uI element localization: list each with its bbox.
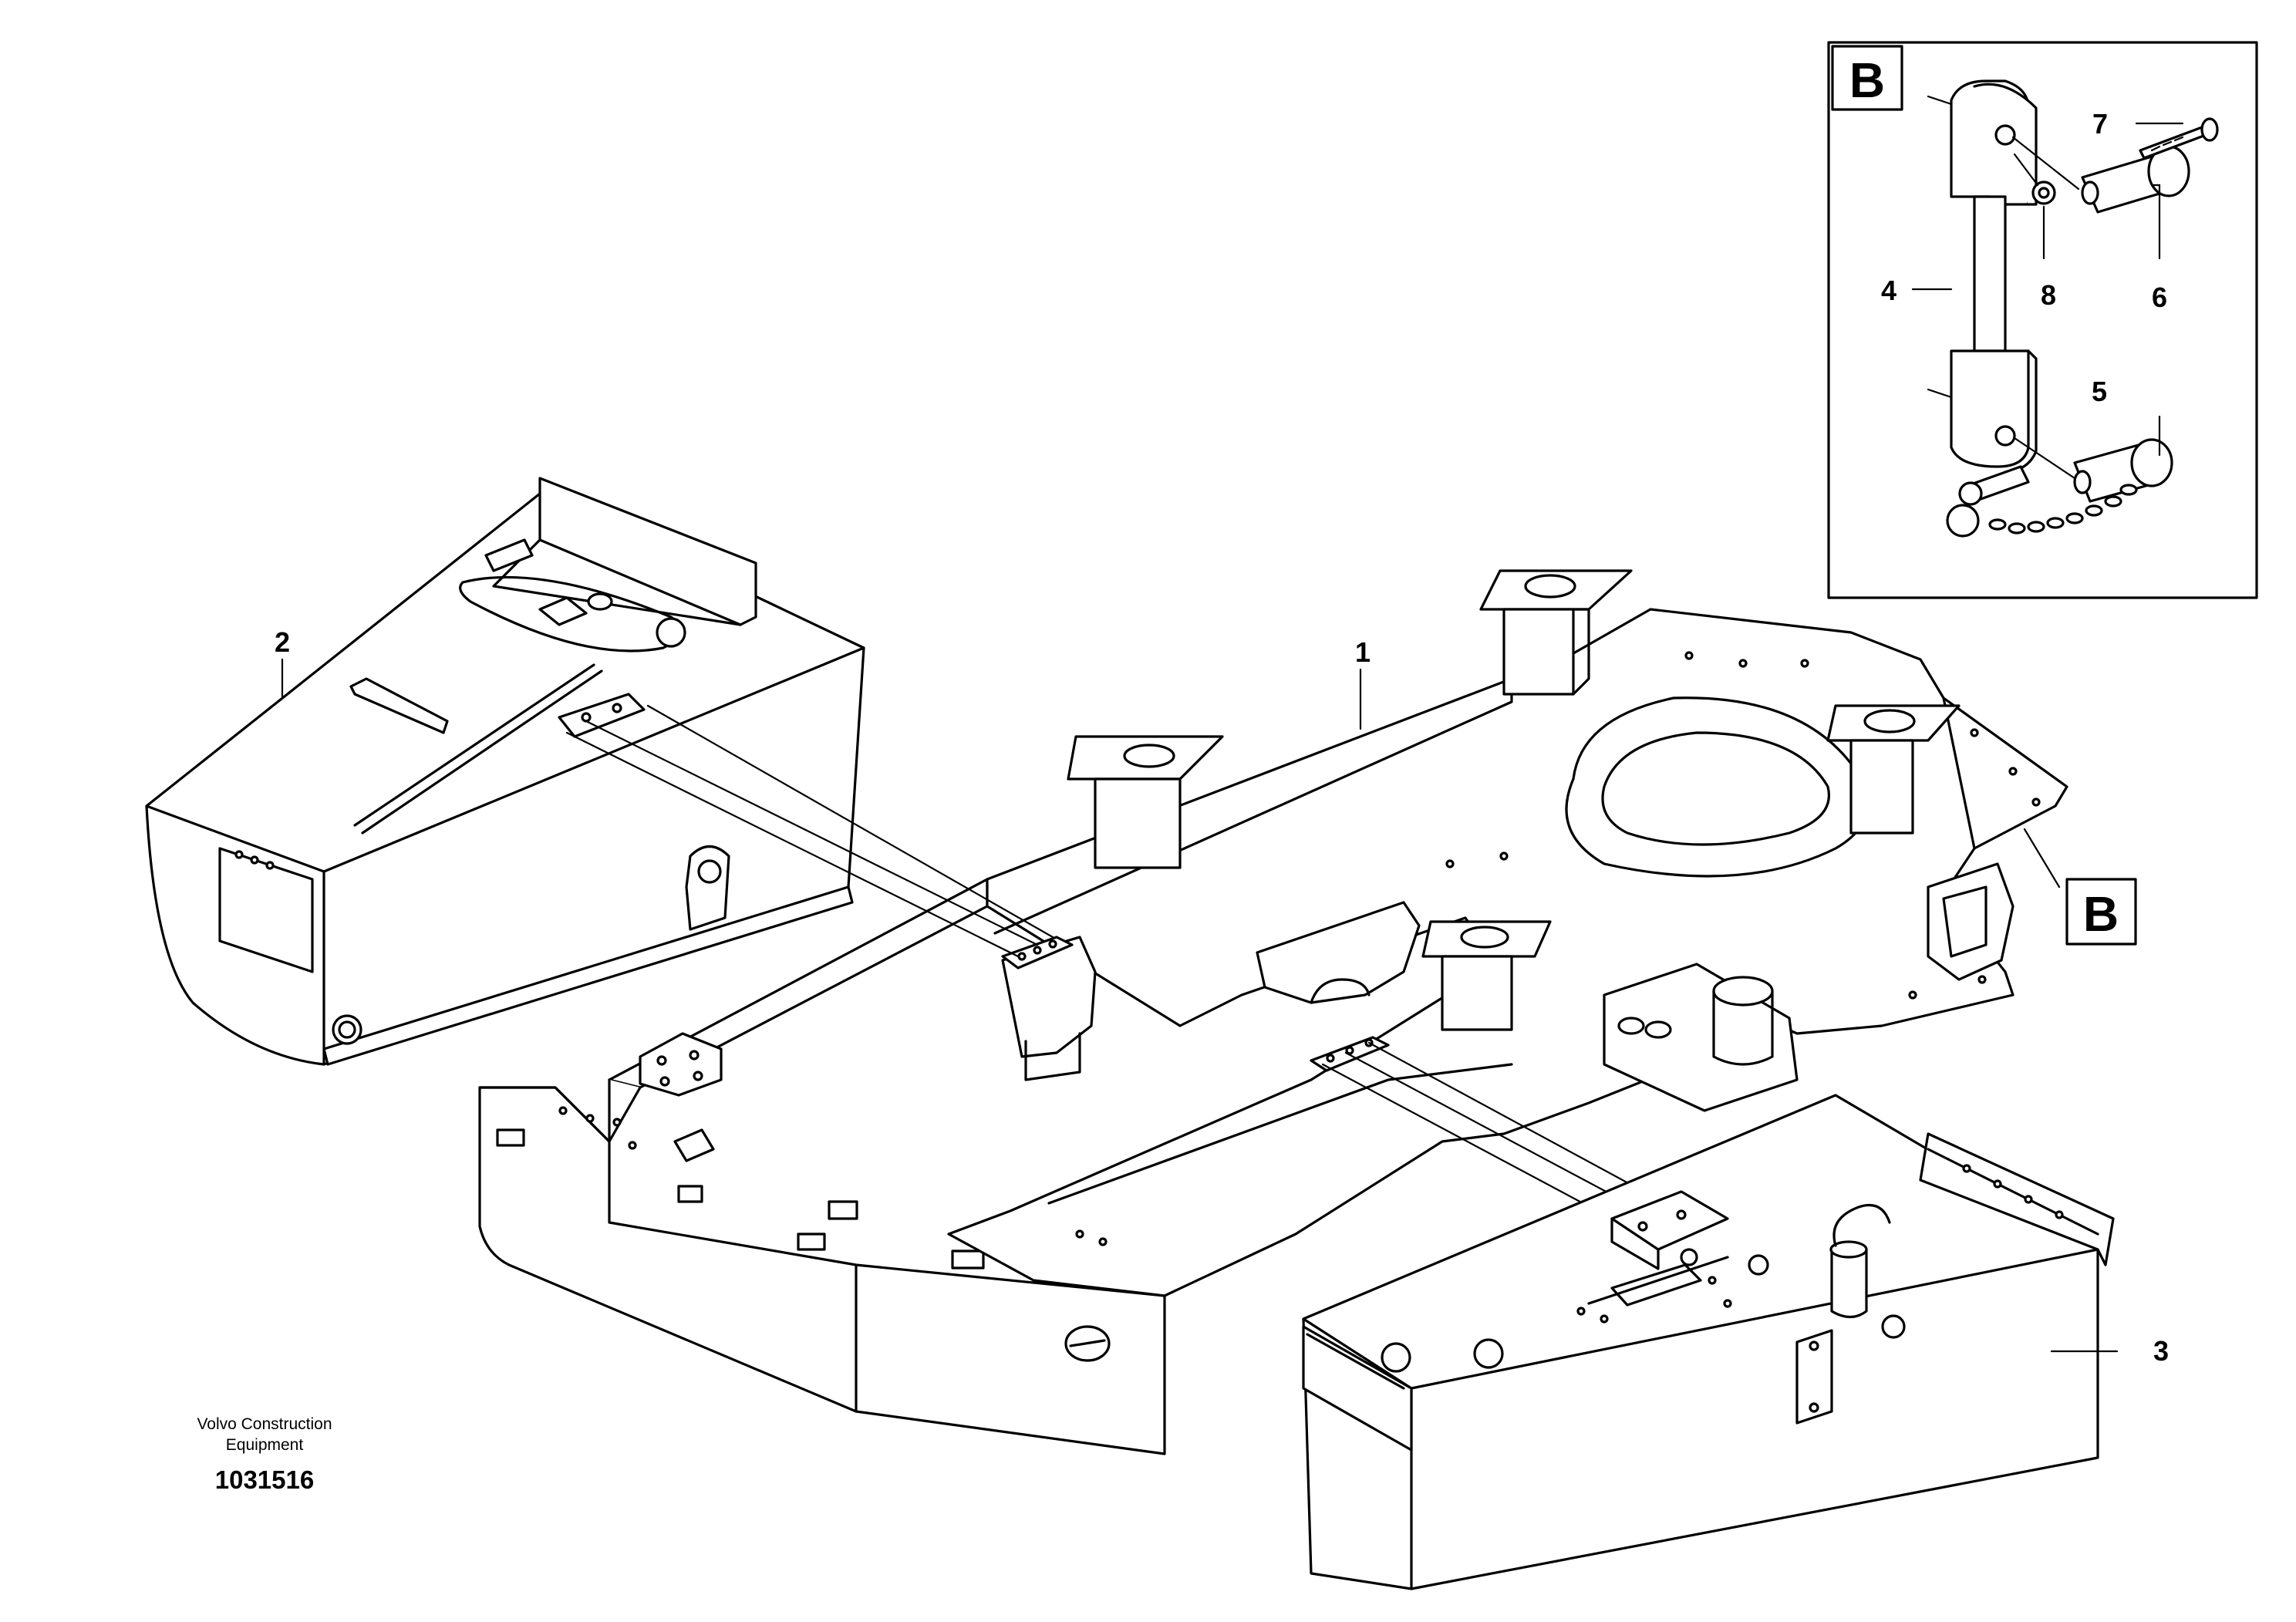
document-number: 1031516 bbox=[215, 1465, 314, 1494]
credit-line-2: Equipment bbox=[226, 1436, 304, 1454]
callout-screw: 7 bbox=[2092, 108, 2108, 140]
detail-b-badge bbox=[1831, 45, 1903, 111]
detail-b-badge-letter: B bbox=[1849, 52, 1885, 108]
callout-frame-number: 1 bbox=[1355, 636, 1371, 668]
nut bbox=[2013, 153, 2056, 205]
detail-b-frame bbox=[1827, 41, 2258, 599]
frame-posts bbox=[1067, 569, 1961, 1031]
link-part bbox=[1927, 79, 2038, 474]
callout-right-tank: 3 bbox=[2153, 1335, 2169, 1367]
left-tank bbox=[145, 477, 865, 1066]
callout-frame-label: 2 bbox=[275, 626, 290, 658]
callout-upper-pin: 6 bbox=[2152, 282, 2167, 313]
detail-b-reference-letter: B bbox=[2083, 886, 2119, 942]
detail-b-reference-badge bbox=[2065, 878, 2137, 946]
screw bbox=[2139, 117, 2219, 160]
tie-rods bbox=[565, 704, 1660, 1220]
credit-line-1: Volvo Construction bbox=[197, 1415, 332, 1433]
detail-b-panel: B bbox=[1827, 41, 2258, 599]
right-tank bbox=[1302, 1094, 2115, 1590]
upper-pin bbox=[2011, 136, 2190, 214]
chain bbox=[1988, 484, 2138, 534]
platform-bolt-holes bbox=[1075, 651, 2041, 1246]
lower-pin bbox=[1946, 437, 2173, 538]
callout-lower-pin: 5 bbox=[2092, 376, 2107, 407]
callout-link: 4 bbox=[1881, 275, 1896, 306]
main-frame bbox=[478, 569, 2068, 1455]
callout-leaders bbox=[281, 658, 2119, 1353]
callout-nut: 8 bbox=[2041, 279, 2056, 311]
